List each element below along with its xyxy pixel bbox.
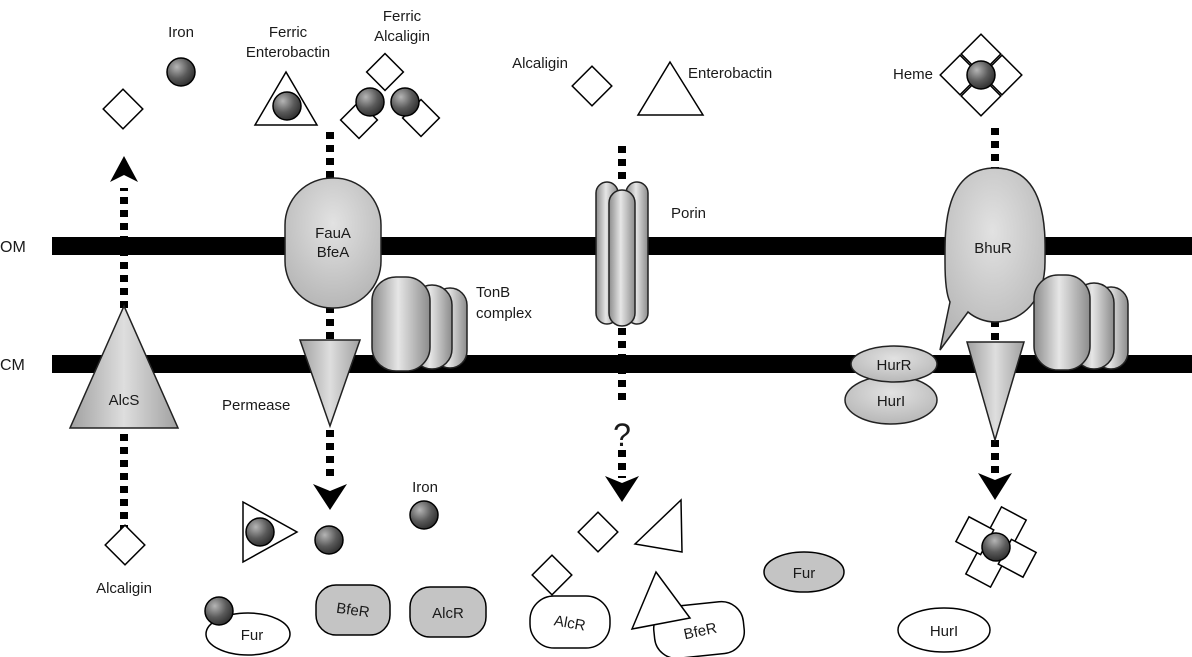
heme-label: Heme: [893, 66, 933, 83]
iron-label-top: Iron: [168, 24, 194, 41]
ferric-enterobactin-label-2: Enterobactin: [246, 44, 330, 61]
huri-free-protein: [897, 607, 991, 653]
alcr-label-2: AlcR: [553, 612, 587, 634]
heme-transporter: [966, 341, 1026, 443]
om-label: OM: [0, 239, 26, 256]
alcs-label: AlcS: [109, 392, 140, 409]
alcs-transporter: [68, 304, 180, 429]
enterobactin-inside-triangle-1: [633, 498, 683, 553]
heme-inside-molecule: [954, 505, 1038, 589]
tonb-complex-2-front: [1033, 274, 1091, 371]
bfer-repressor-1: [315, 584, 391, 636]
alcaligin-inside-diamond-1: [577, 511, 619, 553]
ferric-alcaligin-iron-right: [390, 87, 420, 117]
enterobactin-inside-triangle-2: [630, 570, 692, 630]
bfer-label-1: BfeR: [335, 600, 371, 621]
hurr-label: HurR: [876, 357, 911, 374]
iron-ball-top: [166, 57, 196, 87]
fur-free-label: Fur: [793, 565, 816, 582]
permease-transporter: [298, 339, 362, 429]
enterobactin-triangle-top: [636, 60, 705, 116]
fur-bound-iron: [204, 596, 234, 626]
iron-inside-ball: [409, 500, 439, 530]
bhur-arrowhead: [978, 473, 1012, 500]
bfer-label-2: BfeR: [682, 620, 718, 644]
huri-free-label: HurI: [930, 623, 958, 640]
alcr-repressor-1: [409, 586, 487, 638]
ferric-alcaligin-label-2: Alcaligin: [374, 28, 430, 45]
faua-label: FauA: [315, 225, 351, 242]
porin-barrel-center: [608, 189, 636, 327]
porin-arrowhead: [605, 476, 639, 502]
alcr-repressor-2: [529, 595, 611, 649]
ferric-alcaligin-label-1: Ferric: [383, 8, 422, 25]
faua-arrowhead: [313, 484, 347, 510]
huri-membrane-label: HurI: [877, 393, 905, 410]
faua-bfea-receptor: [284, 177, 382, 309]
cm-label: CM: [0, 357, 25, 374]
bhur-label: BhuR: [974, 240, 1012, 257]
bfea-label: BfeA: [317, 244, 350, 261]
iron-released-ball: [314, 525, 344, 555]
tonb-label: TonB: [476, 284, 510, 301]
heme-top-molecule: [939, 33, 1023, 117]
export-arrowhead: [110, 156, 138, 182]
alcaligin-label-top: Alcaligin: [512, 55, 568, 72]
permease-label: Permease: [222, 397, 290, 414]
alcaligin-inside-diamond-2: [531, 554, 573, 596]
fur-free-protein: [763, 551, 845, 593]
iron-inside-label: Iron: [412, 479, 438, 496]
fur-bound-protein: [205, 612, 291, 656]
alcaligin-diamond-top: [571, 65, 613, 107]
ferric-alcaligin-diamond-top: [365, 52, 405, 92]
hurr-protein: [850, 345, 938, 383]
alcr-label-1: AlcR: [432, 605, 464, 622]
alcaligin-intracellular-diamond: [104, 524, 146, 566]
enterobactin-label-top: Enterobactin: [688, 65, 772, 82]
ferric-enterobactin-label-1: Ferric: [269, 24, 308, 41]
bhur-receptor: [939, 167, 1046, 351]
ferric-alcaligin-iron-left: [355, 87, 385, 117]
fur-bound-label: Fur: [241, 627, 264, 644]
ferric-enterobactin-iron: [272, 91, 302, 121]
complex-label: complex: [476, 305, 532, 322]
tonb-complex-1-front: [371, 276, 431, 372]
enterobactin-inside-iron: [245, 517, 275, 547]
porin-label: Porin: [671, 205, 706, 222]
alcaligin-intracellular-label: Alcaligin: [96, 580, 152, 597]
alcaligin-exported-diamond: [102, 88, 144, 130]
question-mark: ?: [613, 417, 631, 453]
